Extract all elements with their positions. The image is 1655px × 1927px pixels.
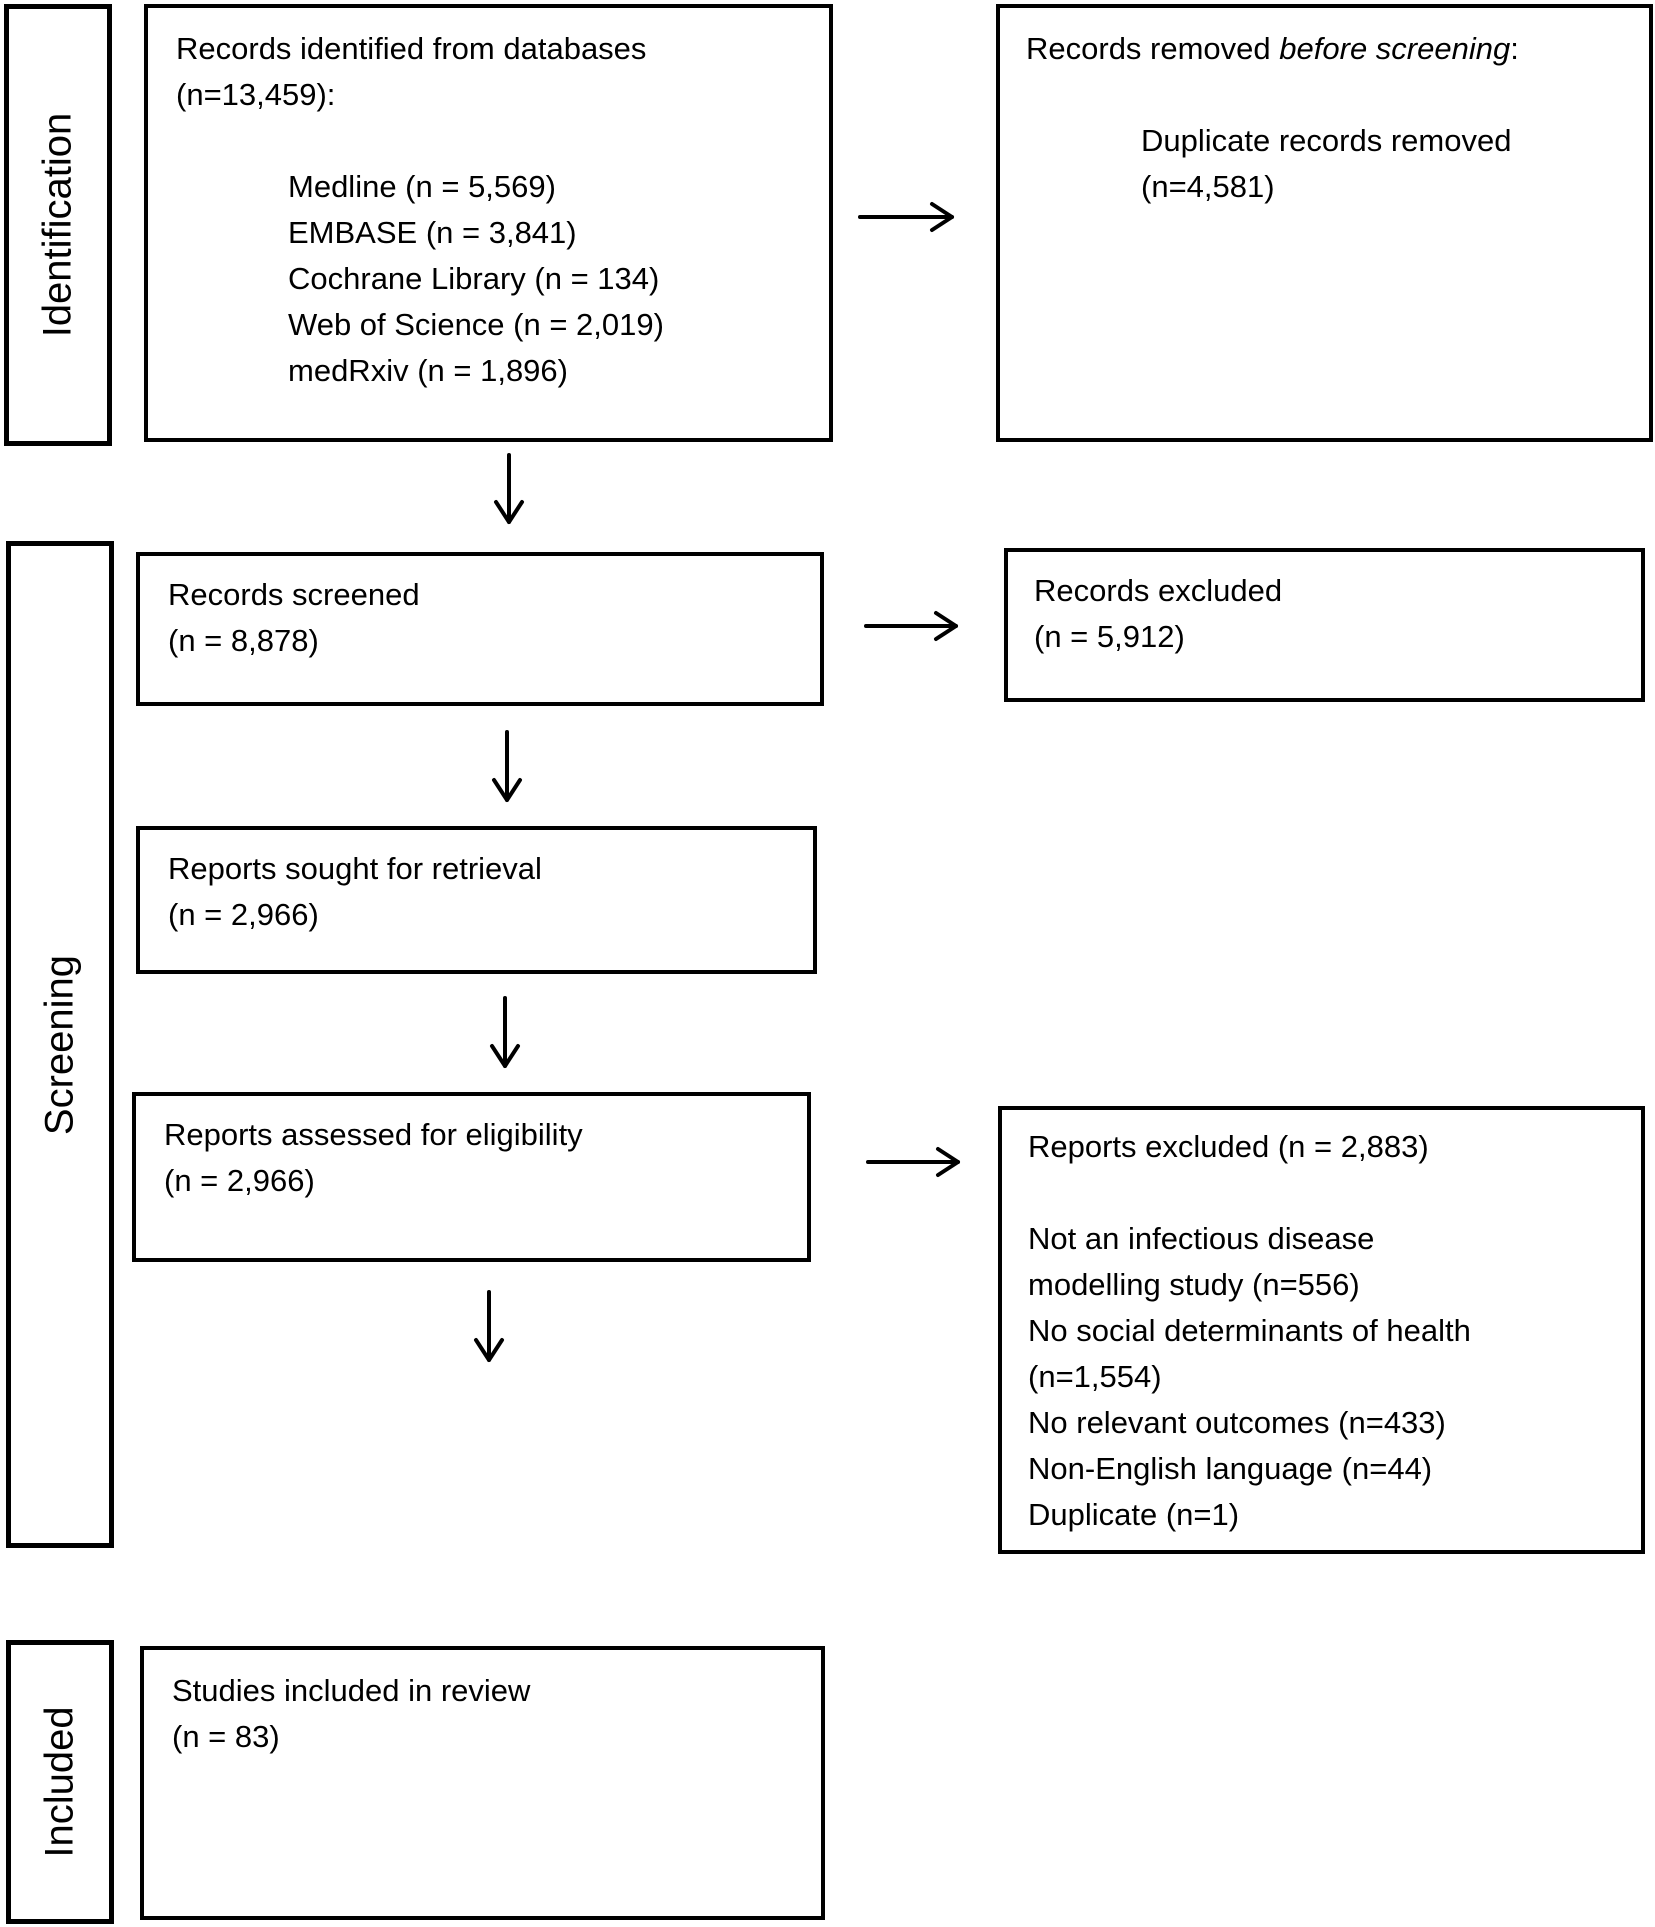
source-cochrane: Cochrane Library (n = 134) — [288, 261, 660, 296]
reports-sought-title: Reports sought for retrieval — [168, 851, 542, 886]
stage-screening-label: Screening — [37, 954, 82, 1135]
arrow-right-icon — [858, 202, 954, 232]
records-removed-title: Records removed before screening: — [1026, 31, 1519, 66]
studies-included-title: Studies included in review — [172, 1673, 531, 1708]
before-screening-emphasis: before screening — [1279, 31, 1511, 66]
studies-included-text: Studies included in review (n = 83) — [172, 1668, 530, 1760]
exclusion-reason: modelling study (n=556) — [1028, 1267, 1360, 1302]
reports-excluded-box: Reports excluded (n = 2,883) Not an infe… — [998, 1106, 1645, 1554]
arrow-right-icon — [864, 611, 958, 641]
records-screened-count: (n = 8,878) — [168, 623, 319, 658]
exclusion-reason: Non-English language (n=44) — [1028, 1451, 1433, 1486]
stage-identification-label: Identification — [35, 112, 80, 338]
arrow-down-icon — [492, 730, 522, 802]
records-excluded-count: (n = 5,912) — [1034, 619, 1185, 654]
source-embase: EMBASE (n = 3,841) — [288, 215, 577, 250]
arrow-down-icon — [494, 453, 524, 524]
stage-included: Included — [6, 1640, 114, 1924]
exclusion-reason: Not an infectious disease — [1028, 1221, 1375, 1256]
duplicate-records-text: Duplicate records removed (n=4,581) — [1141, 118, 1511, 210]
arrow-down-icon — [474, 1290, 504, 1362]
stage-included-label: Included — [37, 1706, 82, 1858]
reports-assessed-text: Reports assessed for eligibility (n = 2,… — [164, 1112, 583, 1204]
records-screened-text: Records screened (n = 8,878) — [168, 572, 420, 664]
records-removed-box: Records removed before screening: Duplic… — [996, 4, 1653, 442]
source-medrxiv: medRxiv (n = 1,896) — [288, 353, 568, 388]
duplicate-records-label: Duplicate records removed — [1141, 123, 1512, 158]
duplicate-records-count: (n=4,581) — [1141, 169, 1275, 204]
reports-assessed-title: Reports assessed for eligibility — [164, 1117, 583, 1152]
records-identified-text: Records identified from databases (n=13,… — [176, 26, 664, 394]
reports-assessed-count: (n = 2,966) — [164, 1163, 315, 1198]
reports-sought-text: Reports sought for retrieval (n = 2,966) — [168, 846, 542, 938]
studies-included-box: Studies included in review (n = 83) — [140, 1646, 825, 1920]
records-screened-box: Records screened (n = 8,878) — [136, 552, 824, 706]
exclusion-reason: No relevant outcomes (n=433) — [1028, 1405, 1446, 1440]
reports-excluded-text: Reports excluded (n = 2,883) Not an infe… — [1028, 1124, 1471, 1538]
records-identified-box: Records identified from databases (n=13,… — [144, 4, 833, 442]
records-excluded-text: Records excluded (n = 5,912) — [1034, 568, 1282, 660]
records-identified-count: (n=13,459): — [176, 77, 336, 112]
reports-excluded-title: Reports excluded (n = 2,883) — [1028, 1129, 1429, 1164]
exclusion-reason: (n=1,554) — [1028, 1359, 1162, 1394]
stage-screening: Screening — [6, 541, 114, 1548]
stage-identification: Identification — [4, 4, 112, 446]
reports-assessed-box: Reports assessed for eligibility (n = 2,… — [132, 1092, 811, 1262]
reports-sought-count: (n = 2,966) — [168, 897, 319, 932]
records-excluded-title: Records excluded — [1034, 573, 1283, 608]
source-web-of-science: Web of Science (n = 2,019) — [288, 307, 664, 342]
exclusion-reason: Duplicate (n=1) — [1028, 1497, 1240, 1532]
records-identified-title: Records identified from databases — [176, 31, 647, 66]
reports-sought-box: Reports sought for retrieval (n = 2,966) — [136, 826, 817, 974]
arrow-down-icon — [490, 996, 520, 1068]
records-excluded-box: Records excluded (n = 5,912) — [1004, 548, 1645, 702]
studies-included-count: (n = 83) — [172, 1719, 280, 1754]
exclusion-reason: No social determinants of health — [1028, 1313, 1471, 1348]
records-screened-title: Records screened — [168, 577, 420, 612]
arrow-right-icon — [866, 1147, 960, 1177]
source-medline: Medline (n = 5,569) — [288, 169, 556, 204]
